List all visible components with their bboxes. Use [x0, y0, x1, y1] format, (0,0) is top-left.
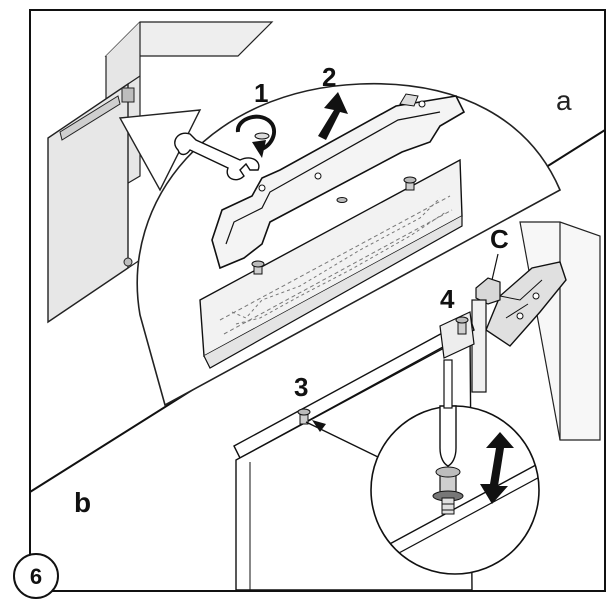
mounting-bracket	[211, 93, 466, 270]
panel-a: 1 2 a	[47, 21, 572, 407]
screw-icon	[432, 466, 464, 515]
up-arrow-icon	[318, 92, 348, 140]
panel-b: 3 4 C b	[74, 221, 601, 591]
screw-icon	[336, 197, 348, 203]
hinge-assembly	[485, 261, 567, 347]
door-top-panel	[199, 158, 463, 369]
step-4-label: 4	[440, 284, 455, 314]
screw-icon	[403, 176, 417, 191]
wrench-icon	[174, 132, 260, 181]
step-3-label: 3	[294, 372, 308, 402]
panel-a-label: a	[556, 85, 572, 116]
screwdriver-icon	[439, 359, 457, 467]
hinge-cover	[475, 277, 501, 305]
panel-b-label: b	[74, 487, 91, 518]
screw-icon	[251, 260, 265, 275]
screw-icon	[297, 408, 311, 425]
adjust-screw-4	[439, 311, 475, 359]
magnifier-b	[370, 359, 540, 575]
figure-number: 6	[30, 564, 42, 589]
step-1-label: 1	[254, 78, 268, 108]
cabinet-door	[47, 82, 129, 324]
mounting-strip	[471, 299, 487, 393]
rotate-arrow-icon	[236, 114, 277, 158]
part-c-label: C	[490, 224, 509, 254]
double-arrow-icon	[480, 432, 514, 504]
figure-number-badge: 6	[13, 553, 59, 599]
step-2-label: 2	[322, 62, 336, 92]
